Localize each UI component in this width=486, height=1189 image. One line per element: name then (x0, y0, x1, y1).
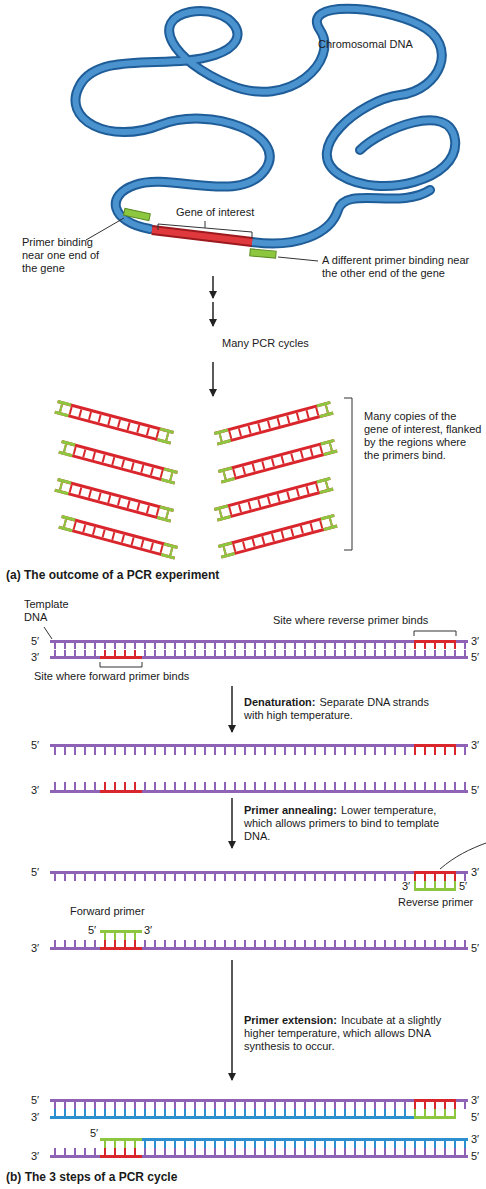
part-label: Site where reverse primer binds (273, 614, 428, 627)
end-label: 5′ (31, 1094, 39, 1107)
step-label: Many PCR cycles (222, 337, 309, 350)
annealed-strands (50, 871, 468, 950)
end-label: 5′ (88, 924, 96, 937)
primer-mark (250, 249, 277, 258)
bracket-note: Many copies of the gene of interest, fla… (364, 410, 482, 462)
end-label: 3′ (471, 739, 479, 752)
part-label: Chromosomal DNA (318, 38, 413, 51)
panel-caption: (b) The 3 steps of a PCR cycle (6, 1170, 177, 1185)
end-label: 3′ (31, 784, 39, 797)
leader-line (44, 627, 52, 639)
step-arrow (231, 686, 233, 732)
part-label: Site where forward primer binds (34, 670, 189, 683)
end-label: 5′ (459, 880, 467, 893)
cycle-arrow (212, 276, 214, 396)
gene-segment (152, 230, 252, 242)
step-name: Primer extension: (244, 1014, 337, 1026)
end-label: 5′ (31, 635, 39, 648)
step-description: Primer annealing:Lower temperature, whic… (244, 804, 459, 843)
chromosomal-dna (75, 9, 455, 244)
callout-text: A different primer binding near the othe… (322, 254, 482, 280)
end-label: 5′ (471, 1150, 479, 1163)
end-label: 5′ (31, 739, 39, 752)
end-label: 3′ (31, 1150, 39, 1163)
step-arrow (231, 798, 233, 848)
step-arrow (231, 960, 233, 1080)
end-label: 3′ (471, 1094, 479, 1107)
panel-caption: (a) The outcome of a PCR experiment (6, 568, 219, 583)
end-label: 5′ (471, 942, 479, 955)
gene-bracket (158, 221, 252, 238)
end-label: 5′ (471, 784, 479, 797)
step-description: Primer extension:Incubate at a slightly … (244, 1014, 459, 1053)
site-bracket (100, 662, 142, 667)
end-label: 3′ (471, 866, 479, 879)
end-label: 3′ (31, 1111, 39, 1124)
step-name: Denaturation: (244, 696, 316, 708)
site-bracket (414, 631, 456, 636)
end-label: 3′ (144, 924, 152, 937)
extended-strands (50, 1099, 468, 1158)
end-label: 5′ (471, 651, 479, 664)
leader-line (440, 843, 486, 869)
primer-mark (123, 208, 150, 220)
leader-line (278, 257, 318, 261)
end-label: 3′ (31, 942, 39, 955)
denatured-strands (50, 744, 468, 793)
end-label: 5′ (471, 1111, 479, 1124)
end-label: 5′ (90, 1127, 98, 1140)
end-label: 3′ (471, 1133, 479, 1146)
step-description: Denaturation:Separate DNA strands with h… (244, 696, 449, 722)
end-label: 3′ (471, 635, 479, 648)
end-label: 5′ (31, 866, 39, 879)
part-label: Reverse primer (398, 896, 473, 909)
part-label: Template DNA (24, 598, 76, 624)
end-label: 3′ (402, 880, 410, 893)
part-label: Gene of interest (176, 206, 254, 219)
end-label: 3′ (31, 651, 39, 664)
bracket (344, 398, 352, 550)
template-dna (50, 640, 468, 659)
step-name: Primer annealing: (244, 804, 337, 816)
gene-segment (152, 230, 252, 242)
callout-text: Primer binding near one end of the gene (22, 236, 107, 275)
part-label: Forward primer (70, 905, 145, 918)
pcr-products (54, 400, 337, 560)
